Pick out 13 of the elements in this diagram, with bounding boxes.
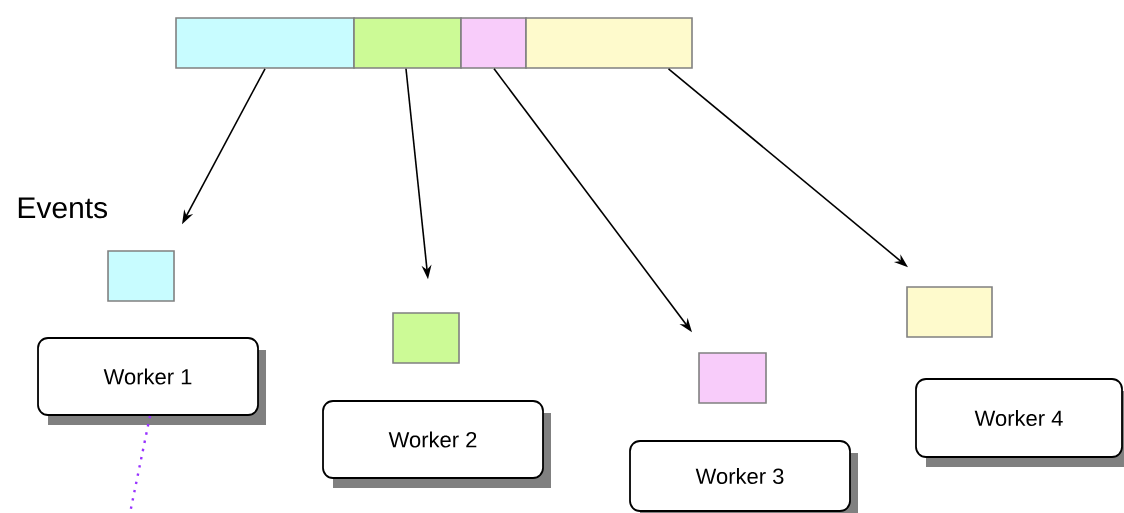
- event-box: [392, 312, 460, 364]
- worker-box: Worker 1: [37, 337, 266, 425]
- event-box: [906, 286, 993, 338]
- worker-box: Worker 4: [915, 378, 1124, 467]
- heading-label: Events: [18, 197, 107, 219]
- bar-segment: [353, 17, 462, 69]
- worker-box: Worker 2: [322, 400, 551, 488]
- event-box: [698, 352, 767, 404]
- bar-segment: [525, 17, 693, 69]
- event-box: [107, 250, 175, 302]
- bar-segment: [460, 17, 527, 69]
- worker-box: Worker 3: [629, 440, 858, 513]
- bar-segment: [175, 17, 355, 69]
